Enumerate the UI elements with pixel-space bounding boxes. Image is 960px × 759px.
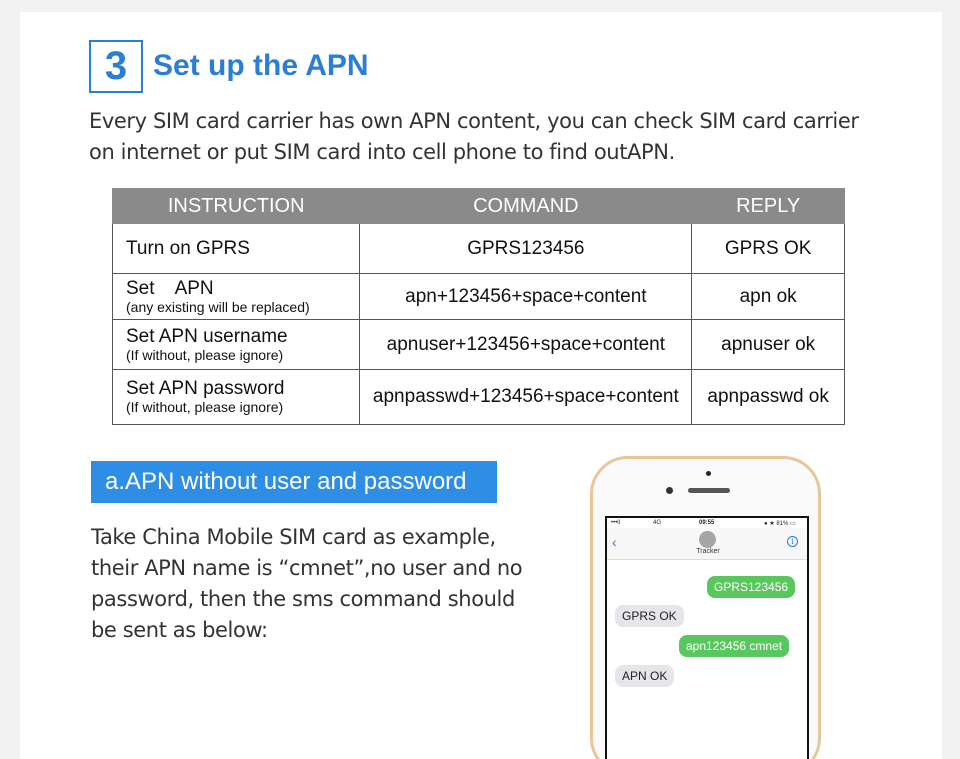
instruction-label: Set APN username bbox=[126, 325, 288, 347]
header-reply: REPLY bbox=[691, 188, 845, 224]
message-bubble-incoming: APN OK bbox=[615, 665, 675, 687]
instruction-note: (any existing will be replaced) bbox=[126, 298, 310, 315]
table-row: Set APN (any existing will be replaced) … bbox=[111, 273, 845, 320]
table-row: Set APN password (If without, please ign… bbox=[111, 369, 845, 425]
table-header-row: INSTRUCTION COMMAND REPLY bbox=[111, 188, 845, 224]
example-text: Take China Mobile SIM card as example, t… bbox=[91, 525, 523, 642]
status-time: 09:55 bbox=[699, 520, 715, 526]
instruction-cell: Set APN username (If without, please ign… bbox=[111, 319, 361, 370]
apn-command-table: INSTRUCTION COMMAND REPLY Turn on GPRS G… bbox=[111, 188, 845, 425]
sensor-dot bbox=[706, 471, 711, 476]
instruction-note: (If without, please ignore) bbox=[126, 346, 284, 363]
reply-cell: apnuser ok bbox=[691, 319, 845, 370]
command-cell: GPRS123456 bbox=[359, 223, 693, 274]
message-bubble-outgoing: apn123456 cmnet bbox=[679, 635, 790, 657]
reply-cell: apn ok bbox=[691, 273, 845, 320]
command-cell: apn+123456+space+content bbox=[359, 273, 693, 320]
intro-text: Every SIM card carrier has own APN conte… bbox=[89, 109, 859, 164]
instruction-cell: Turn on GPRS bbox=[111, 223, 361, 274]
phone-illustration: •••ll 4G 09:55 ● ★ 81% ▭ ‹ Tracker i GPR… bbox=[590, 456, 821, 759]
instruction-cell: Set APN password (If without, please ign… bbox=[111, 369, 361, 425]
phone-screen: •••ll 4G 09:55 ● ★ 81% ▭ ‹ Tracker i GPR… bbox=[605, 516, 809, 759]
header-instruction: INSTRUCTION bbox=[111, 188, 361, 224]
speaker-grille bbox=[688, 488, 730, 493]
camera-icon bbox=[666, 487, 673, 494]
contact-name: Tracker bbox=[696, 548, 720, 555]
back-chevron-icon[interactable]: ‹ bbox=[612, 534, 617, 550]
instruction-label: Set APN bbox=[126, 277, 214, 299]
status-bar: •••ll 4G 09:55 ● ★ 81% ▭ bbox=[607, 518, 807, 528]
instruction-cell: Set APN (any existing will be replaced) bbox=[111, 273, 361, 320]
signal-icon: •••ll bbox=[611, 520, 620, 526]
page-title: Set up the APN bbox=[153, 49, 369, 82]
message-bubble-incoming: GPRS OK bbox=[615, 605, 684, 627]
section-banner: a.APN without user and password bbox=[91, 461, 497, 503]
instruction-label: Set APN password bbox=[126, 378, 285, 399]
battery-icon: ● ★ 81% ▭ bbox=[764, 521, 796, 527]
reply-cell: GPRS OK bbox=[691, 223, 845, 274]
message-bubble-outgoing: GPRS123456 bbox=[707, 576, 796, 598]
table-row: Set APN username (If without, please ign… bbox=[111, 319, 845, 370]
command-cell: apnpasswd+123456+space+content bbox=[359, 369, 693, 425]
instruction-note: (If without, please ignore) bbox=[126, 399, 284, 415]
reply-cell: apnpasswd ok bbox=[691, 369, 845, 425]
step-number: 3 bbox=[89, 40, 143, 93]
header-command: COMMAND bbox=[359, 188, 693, 224]
command-cell: apnuser+123456+space+content bbox=[359, 319, 693, 370]
network-label: 4G bbox=[653, 520, 662, 526]
info-icon[interactable]: i bbox=[787, 536, 798, 547]
contact-avatar[interactable] bbox=[699, 531, 716, 548]
instruction-label: Turn on GPRS bbox=[126, 237, 250, 259]
messages-navbar: ‹ Tracker i bbox=[607, 528, 807, 560]
table-row: Turn on GPRS GPRS123456 GPRS OK bbox=[111, 223, 845, 274]
